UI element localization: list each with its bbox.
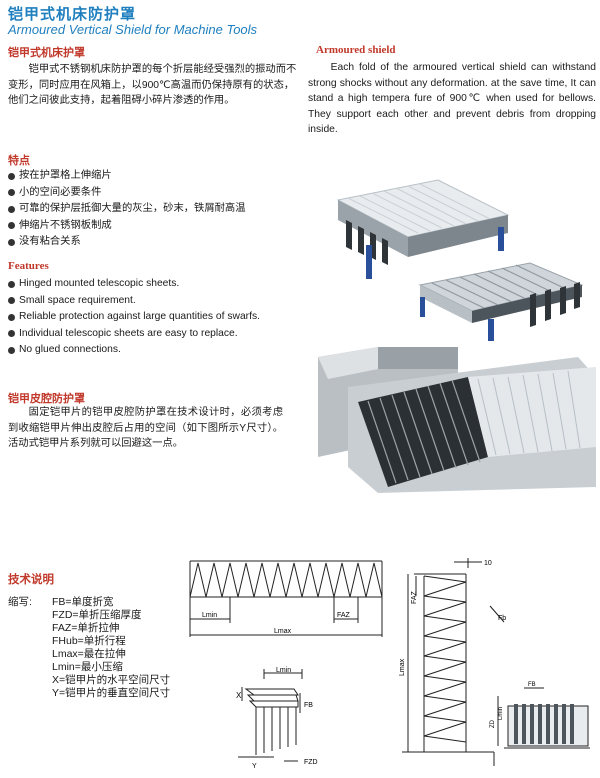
list-item: No glued connections. — [8, 342, 308, 359]
label-lmax-right: Lmax — [399, 658, 406, 676]
bullet-icon — [8, 330, 15, 338]
shield-photo-1 — [336, 179, 510, 279]
intro-body-cn: 铠甲式不锈钢机床防护罩的每个折层能经受强烈的振动而不变形，同时应用在风箱上，以9… — [8, 64, 297, 106]
list-item: X=铠甲片的水平空间尺寸 — [52, 674, 171, 686]
list-item: 没有粘合关系 — [8, 234, 308, 251]
abbr-list: FB=单度折宽 FZD=单折压缩厚度 FAZ=单折拉伸 FHub=单折行程 Lm… — [52, 596, 202, 700]
bullet-icon — [8, 297, 15, 305]
skin-heading: 铠甲皮腔防护罩 — [8, 393, 85, 405]
bullet-icon — [8, 313, 15, 321]
page-subtitle: Armoured Vertical Shield for Machine Too… — [8, 22, 258, 37]
intro-heading-en: Armoured shield — [316, 44, 396, 56]
machine-photo — [318, 347, 596, 493]
label-fb-small: FB — [528, 682, 536, 688]
accordion-diagram: Lmin FAZ Lmax — [189, 560, 383, 637]
bullet-icon — [8, 346, 15, 354]
list-item: FB=单度折宽 — [52, 596, 114, 608]
features-list-en: Hinged mounted telescopic sheets. Small … — [8, 276, 308, 359]
list-item: Y=铠甲片的垂直空间尺寸 — [52, 687, 171, 699]
label-fb-right: Fb — [498, 615, 506, 622]
features-heading-en: Features — [8, 260, 49, 272]
list-item: 伸缩片不锈钢板制成 — [8, 218, 308, 235]
label-x: X — [236, 691, 242, 700]
skin-body: 固定铠甲片的铠甲皮腔防护罩在技术设计时，必须考虑到收缩铠甲片伸出皮腔后占用的空间… — [8, 407, 283, 449]
list-item: FZD=单折压缩厚度 — [52, 609, 142, 621]
features-list-cn: 按在护罩格上伸缩片 小的空间必要条件 可靠的保护层抵御大量的灰尘，砂末，铁屑耐高… — [8, 168, 308, 251]
intro-heading-cn: 铠甲式机床护罩 — [8, 47, 85, 59]
list-item: 按在护罩格上伸缩片 — [8, 168, 308, 185]
list-item: Reliable protection against large quanti… — [8, 309, 308, 326]
label-fzd: FZD — [304, 759, 318, 766]
abbr-label: 缩写: — [8, 596, 32, 608]
features-heading-cn: 特点 — [8, 155, 30, 167]
vertical-shield-diagram: 10 FAZ Lmax Fb ZD FB Lmin — [399, 558, 590, 766]
bullet-icon — [8, 189, 15, 197]
bullet-icon — [8, 280, 15, 288]
tech-heading: 技术说明 — [8, 574, 54, 586]
list-item: Hinged mounted telescopic sheets. — [8, 276, 308, 293]
list-item: Small space requirement. — [8, 293, 308, 310]
list-item: Individual telescopic sheets are easy to… — [8, 326, 308, 343]
list-item: 可靠的保护层抵御大量的灰尘，砂末，铁屑耐高温 — [8, 201, 308, 218]
page-title: 铠甲式机床防护罩 — [8, 6, 137, 23]
shield-photo-2 — [418, 262, 584, 341]
label-fb: FB — [304, 702, 313, 709]
list-item: FHub=单折行程 — [52, 635, 126, 647]
label-zd-right: ZD — [490, 719, 496, 728]
label-faz-right: FAZ — [411, 590, 418, 604]
list-item: Lmin=最小压缩 — [52, 661, 123, 673]
bullet-icon — [8, 238, 15, 246]
label-ten: 10 — [484, 560, 492, 567]
list-item: 小的空间必要条件 — [8, 185, 308, 202]
label-lmin: Lmin — [202, 612, 217, 619]
label-lmin-small: Lmin — [276, 667, 291, 674]
label-y: Y — [252, 763, 257, 770]
list-item: FAZ=单折拉伸 — [52, 622, 120, 634]
cross-section-diagram: Lmin X FB Y FZD — [236, 667, 318, 770]
bullet-icon — [8, 205, 15, 213]
label-faz: FAZ — [337, 612, 351, 619]
bullet-icon — [8, 222, 15, 230]
intro-body-en: Each fold of the armoured vertical shiel… — [308, 62, 596, 135]
bullet-icon — [8, 172, 15, 180]
label-lmax: Lmax — [274, 628, 292, 635]
list-item: Lmax=最在拉伸 — [52, 648, 126, 660]
label-lmin-right: Lmin — [498, 707, 504, 720]
